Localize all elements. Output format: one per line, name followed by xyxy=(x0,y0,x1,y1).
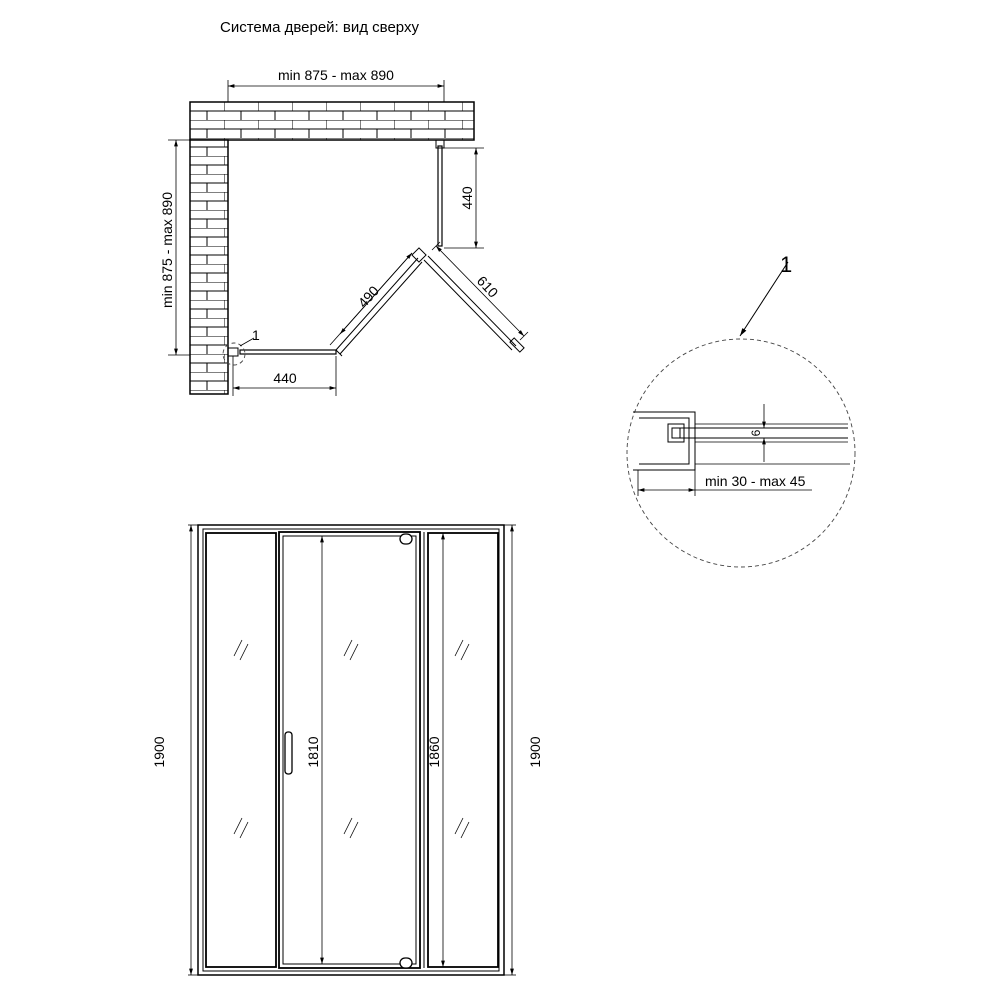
diagonal-fixed-glass xyxy=(335,257,419,351)
plan-callout-label: 1 xyxy=(252,327,260,343)
right-side-panel xyxy=(437,145,443,247)
panel-height-label: 1860 xyxy=(426,736,442,767)
depth-dimension-label: min 875 - max 890 xyxy=(159,192,175,308)
swing-door-glass xyxy=(423,259,513,351)
door-dimension-line xyxy=(435,245,525,337)
bottom-side-panel xyxy=(239,349,337,355)
door-dimension-label: 610 xyxy=(474,273,502,301)
detail-leader-arrow xyxy=(739,261,789,337)
left-height-label: 1900 xyxy=(151,736,167,767)
left-brick-wall xyxy=(189,139,229,395)
bottom-hinge-icon xyxy=(399,957,413,969)
right-fixed-panel xyxy=(427,532,499,968)
width-dimension-label: min 875 - max 890 xyxy=(278,67,394,83)
diagonal-dimension-label: 490 xyxy=(355,282,383,310)
door-height-label: 1810 xyxy=(305,736,321,767)
diagonal-dimension-line xyxy=(339,252,413,335)
top-brick-wall xyxy=(189,101,475,141)
detail-view: 1 6 min 30 - max 45 xyxy=(626,252,856,568)
enclosure-outer-frame xyxy=(197,524,505,976)
profile-range-label: min 30 - max 45 xyxy=(705,473,806,489)
left-fixed-panel xyxy=(205,532,277,968)
drawing-title: Система дверей: вид сверху xyxy=(220,19,419,36)
right-side-dimension-label: 440 xyxy=(459,186,475,210)
glass-thickness-label: 6 xyxy=(749,429,763,436)
plan-view: min 875 - max 890 min 875 - max 890 440 … xyxy=(159,67,529,396)
front-elevation: 1900 1900 1810 1860 xyxy=(151,524,543,976)
bottom-side-dimension-label: 440 xyxy=(273,370,297,386)
detail-circle xyxy=(626,338,856,568)
glass-reflection-icon xyxy=(233,639,470,839)
top-hinge-icon xyxy=(399,533,413,545)
swing-door-panel xyxy=(278,531,421,969)
door-handle-icon xyxy=(284,731,293,775)
plan-detail-callout-circle xyxy=(222,342,246,366)
detail-callout-label: 1 xyxy=(780,252,792,277)
right-height-label: 1900 xyxy=(527,736,543,767)
